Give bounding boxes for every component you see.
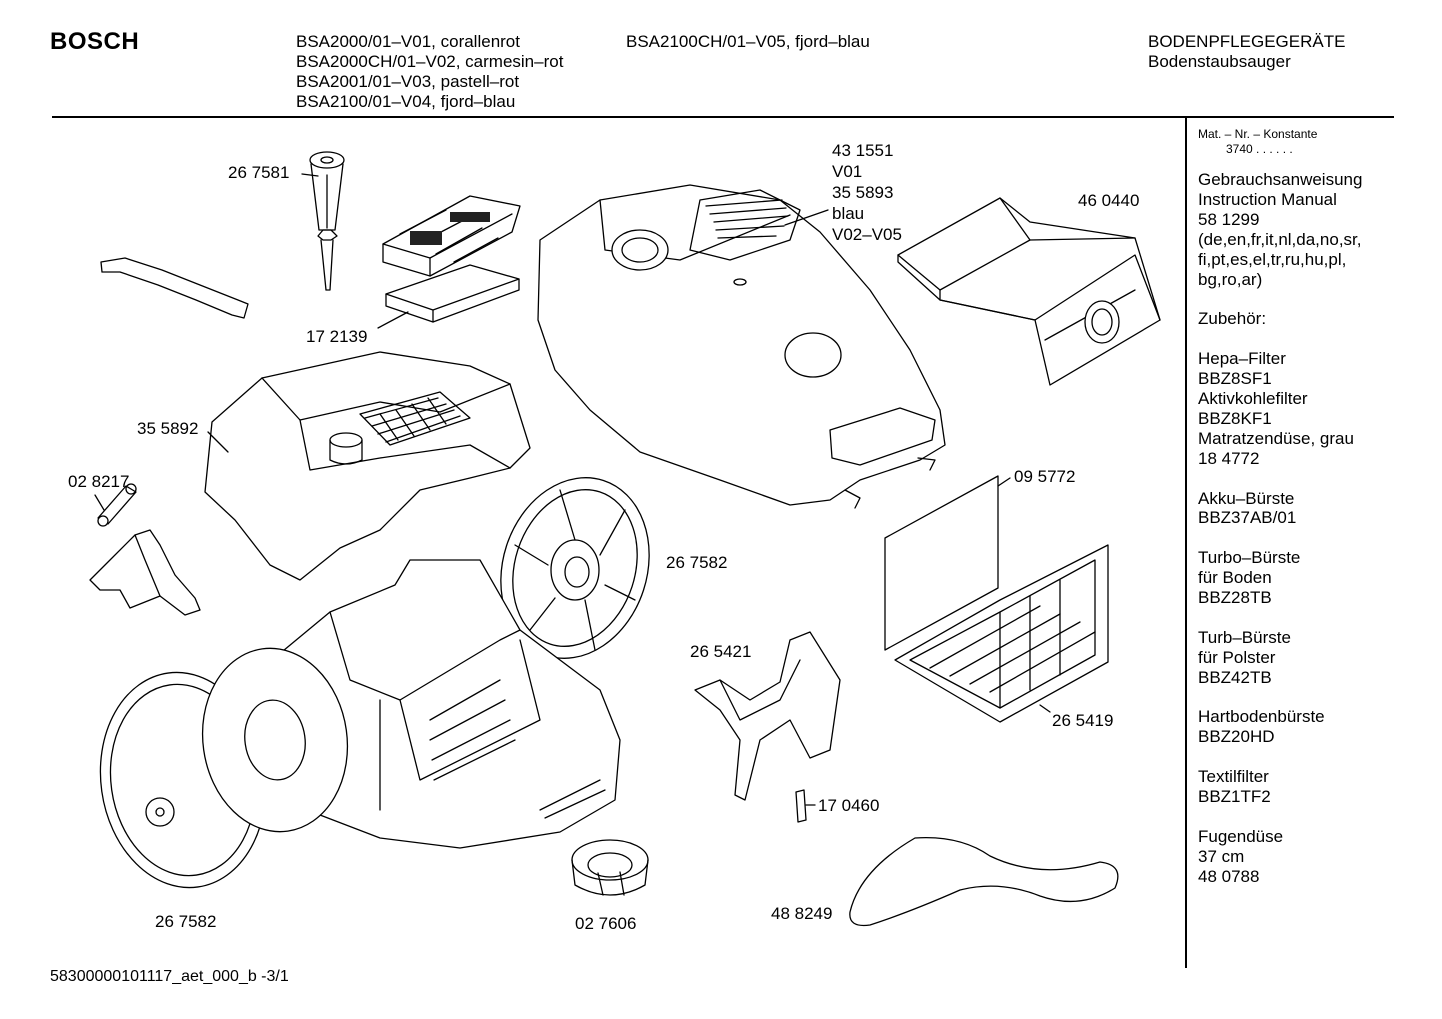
model-line: BSA2000CH/01–V02, carmesin–rot — [296, 52, 564, 71]
part-label: 26 5419 — [1052, 711, 1114, 730]
part-label: 26 7581 — [228, 163, 290, 182]
product-category: BODENPFLEGEGERÄTE Bodenstaubsauger — [1148, 32, 1345, 72]
seal-strip-part — [100, 257, 249, 319]
cord-cap-part — [571, 839, 649, 896]
part-label: 26 7582 — [155, 912, 217, 931]
rear-wheel-part — [500, 477, 650, 659]
small-spacer-part — [795, 789, 807, 823]
part-label: 26 5421 — [690, 642, 752, 661]
exhaust-filter-part — [884, 475, 999, 651]
model-line: BSA2100CH/01–V05, fjord–blau — [626, 32, 870, 51]
filter-grille-part — [894, 544, 1109, 723]
part-label: 43 1551 — [832, 141, 894, 160]
part-label: 48 8249 — [771, 904, 833, 923]
filter-cassette-part — [382, 195, 521, 277]
material-number-value: 3740 . . . . . . — [1226, 142, 1293, 156]
hepa-filter-part — [385, 264, 520, 323]
battery-part — [97, 483, 137, 527]
model-line: BSA2100/01–V04, fjord–blau — [296, 92, 516, 111]
model-line: BSA2001/01–V03, pastell–rot — [296, 72, 520, 91]
header-divider — [52, 116, 1394, 118]
hose-bracket-edge — [134, 534, 161, 597]
hose-bracket-part — [89, 529, 201, 616]
motor-cover-part — [204, 351, 531, 581]
handle-bracket-part — [694, 631, 841, 801]
part-label: 26 7582 — [666, 553, 728, 572]
leader-lines — [94, 173, 1051, 806]
model-list-secondary: BSA2100CH/01–V05, fjord–blau — [626, 32, 870, 52]
category-title: BODENPFLEGEGERÄTE — [1148, 32, 1346, 51]
part-label: 02 8217 — [68, 472, 130, 491]
material-number-label: Mat. – Nr. – Konstante — [1198, 127, 1318, 141]
model-line: BSA2000/01–V01, corallenrot — [296, 32, 520, 51]
variant-label: V02–V05 — [832, 225, 902, 244]
part-label: 17 0460 — [818, 796, 880, 815]
part-label: 17 2139 — [306, 327, 368, 346]
hepa-filter-edge — [385, 278, 520, 323]
variant-label: V01 — [832, 162, 863, 181]
model-list-primary: BSA2000/01–V01, corallenrot BSA2000CH/01… — [296, 32, 563, 112]
document-code: 58300000101117_aet_000_b -3/1 — [50, 968, 289, 985]
top-shell-label-group: 43 1551 V01 35 5893 blau V02–V05 — [832, 140, 902, 245]
sidebar-divider — [1185, 118, 1187, 968]
part-label: 35 5892 — [137, 419, 199, 438]
dust-bag-part — [897, 197, 1161, 386]
material-number-block: Mat. – Nr. – Konstante 3740 . . . . . . — [1198, 127, 1317, 157]
accessories-list: Gebrauchsanweisung Instruction Manual 58… — [1198, 170, 1363, 886]
brand-logo: BOSCH — [50, 28, 140, 55]
part-label: 35 5893 — [832, 183, 894, 202]
handle-pin-part — [309, 151, 345, 291]
part-label: 09 5772 — [1014, 467, 1076, 486]
category-subtitle: Bodenstaubsauger — [1148, 52, 1291, 71]
front-wheel-part — [99, 647, 349, 889]
part-label: 46 0440 — [1078, 191, 1140, 210]
part-label: 02 7606 — [575, 914, 637, 933]
top-shell-part — [537, 184, 946, 509]
exploded-parts-diagram — [89, 151, 1161, 927]
drive-belt-part — [849, 836, 1119, 927]
variant-color-label: blau — [832, 204, 865, 223]
